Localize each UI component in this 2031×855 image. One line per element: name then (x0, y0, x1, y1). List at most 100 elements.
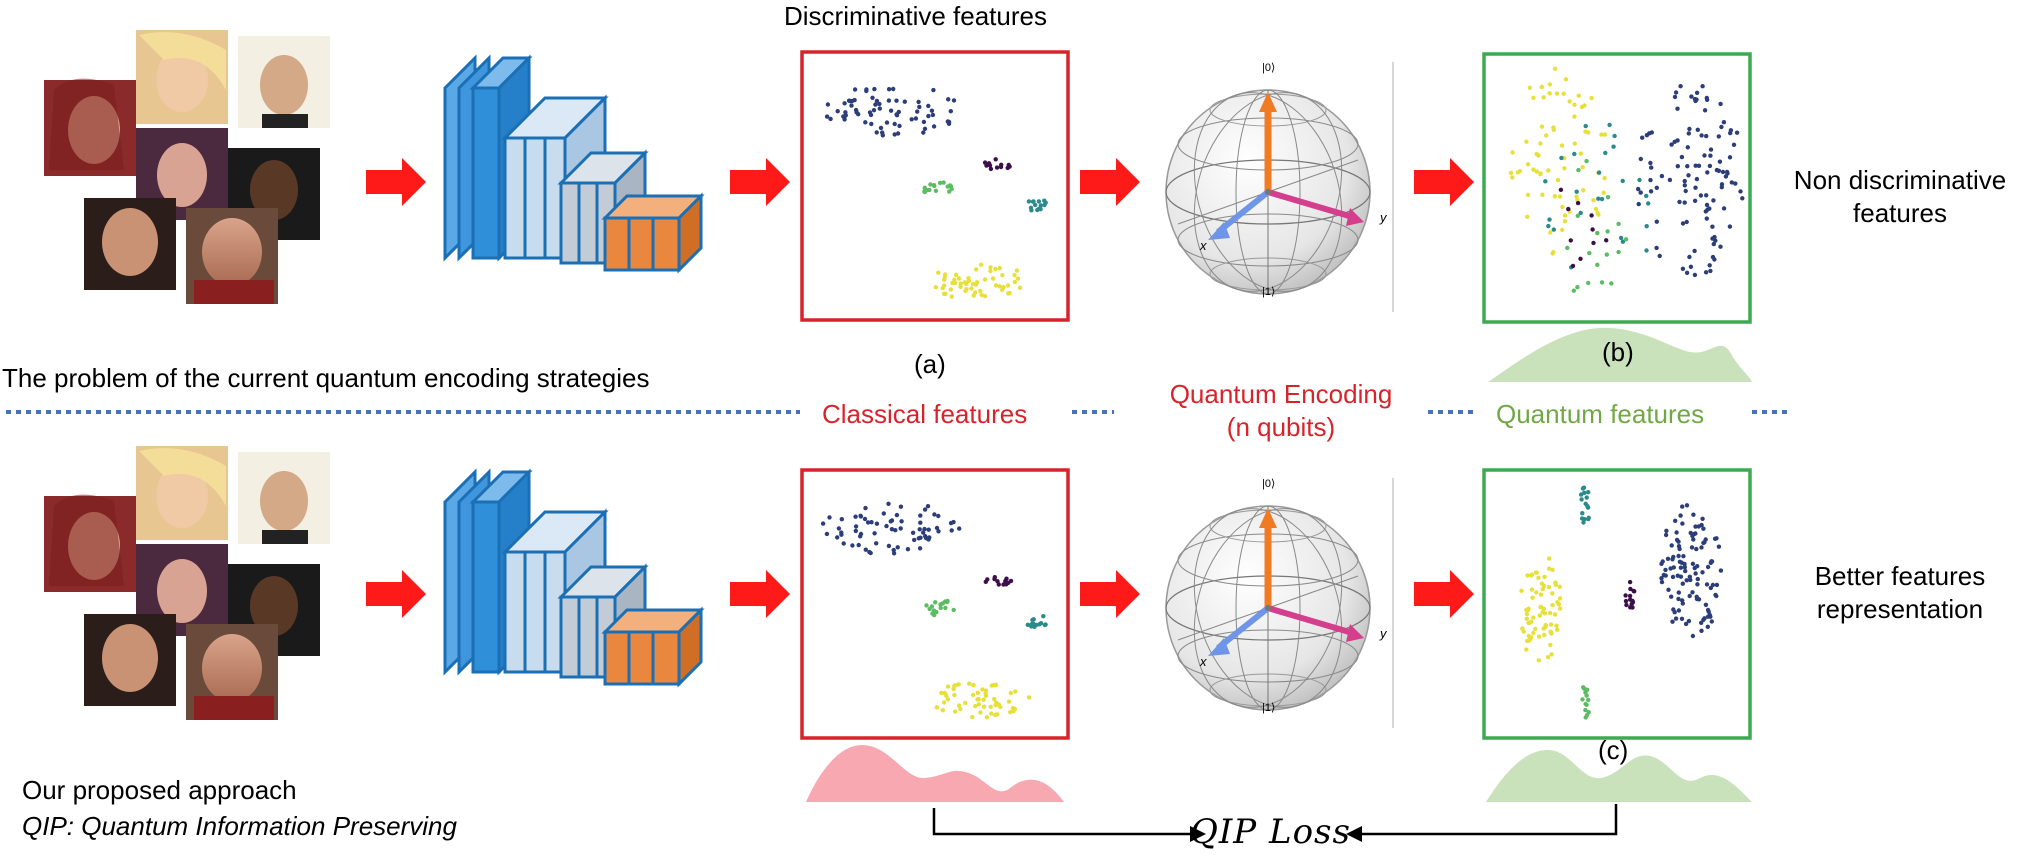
face-images-top (44, 30, 330, 304)
feature-point (985, 577, 990, 582)
feature-point (948, 520, 954, 526)
label-a: (a) (914, 349, 946, 379)
feature-point (852, 87, 858, 92)
feature-point (1689, 94, 1694, 99)
feature-point (932, 183, 937, 189)
feature-point (1005, 165, 1010, 171)
feature-point (1000, 273, 1005, 278)
label-c: (c) (1598, 735, 1629, 765)
feature-point (1678, 565, 1684, 570)
feature-point (1006, 291, 1011, 296)
feature-point (921, 530, 926, 535)
feature-point (1654, 219, 1660, 224)
feature-point (1602, 132, 1608, 137)
feature-point (988, 265, 993, 270)
feature-point (1640, 135, 1645, 140)
feature-point (905, 547, 911, 552)
feature-point (978, 710, 983, 715)
feature-point (1596, 212, 1601, 217)
feature-point (922, 526, 927, 532)
feature-point (1687, 593, 1692, 599)
feature-point (1583, 707, 1588, 713)
feature-point (1539, 124, 1545, 129)
feature-point (1014, 268, 1020, 273)
feature-point (1548, 622, 1554, 627)
feature-point (1531, 615, 1536, 620)
feature-point (942, 277, 947, 282)
feature-point (1680, 521, 1685, 526)
feature-point (902, 99, 907, 104)
feature-point (1681, 554, 1686, 559)
feature-point (1555, 627, 1560, 632)
feature-point (1716, 134, 1722, 139)
feature-point (1033, 202, 1038, 208)
arrow-features-to-bloch-bottom (1080, 570, 1140, 618)
feature-point (1704, 582, 1710, 587)
quantum-encoding-label: Quantum Encoding (n qubits) (1136, 378, 1426, 443)
feature-point (1695, 576, 1701, 582)
feature-point (1704, 193, 1709, 198)
feature-point (1004, 576, 1009, 581)
feature-point (896, 109, 901, 115)
feature-point (1707, 163, 1713, 169)
non-discriminative-line2: features (1853, 197, 1947, 228)
feature-point (1576, 167, 1581, 173)
feature-point (941, 700, 947, 705)
feature-point (1579, 516, 1585, 521)
feature-point (1718, 101, 1723, 107)
feature-point (1720, 169, 1726, 175)
feature-point (952, 683, 957, 689)
feature-point (1536, 575, 1541, 580)
feature-point (1620, 239, 1626, 244)
arrow-bloch-to-quantum-top (1414, 158, 1474, 206)
loss-connector-left (932, 808, 1190, 836)
feature-point (868, 112, 874, 118)
feature-point (945, 684, 951, 689)
feature-point (881, 511, 886, 516)
feature-point (856, 542, 861, 548)
feature-point (980, 687, 985, 692)
feature-point (1603, 150, 1608, 156)
feature-point (951, 98, 957, 103)
feature-point (1665, 556, 1671, 561)
feature-point (1698, 193, 1704, 198)
feature-point (1703, 209, 1709, 214)
feature-point (874, 98, 880, 104)
feature-point (1563, 77, 1569, 82)
feature-point (1576, 93, 1582, 98)
feature-point (1591, 240, 1596, 246)
feature-point (979, 292, 984, 298)
feature-point (1708, 153, 1713, 158)
feature-point (1604, 252, 1610, 257)
feature-point (1519, 588, 1524, 593)
feature-point (1727, 155, 1733, 160)
feature-point (970, 714, 975, 720)
feature-point (1675, 106, 1680, 111)
feature-point (1700, 516, 1705, 521)
feature-point (1699, 133, 1704, 138)
feature-point (1685, 145, 1691, 150)
feature-point (933, 285, 938, 290)
feature-point (1611, 144, 1616, 149)
feature-point (1670, 619, 1675, 624)
feature-point (963, 288, 968, 294)
feature-point (1581, 520, 1586, 525)
feature-point (1677, 199, 1682, 205)
feature-point (948, 287, 953, 292)
quantum-feature-clusters-bottom (1519, 485, 1724, 720)
feature-point (1704, 216, 1710, 221)
loss-arrowhead-left (1190, 826, 1206, 842)
feature-point (1669, 543, 1674, 548)
feature-point (953, 272, 959, 278)
quantum-feature-scatter-top (1508, 66, 1745, 293)
feature-point (1676, 590, 1682, 595)
feature-point (864, 87, 869, 92)
feature-point (921, 119, 927, 125)
feature-point (1550, 591, 1555, 596)
feature-point (922, 507, 928, 512)
feature-point (1623, 593, 1628, 598)
feature-point (1680, 266, 1686, 271)
feature-point (1524, 607, 1529, 613)
feature-point (1695, 127, 1701, 132)
feature-point (1718, 244, 1723, 249)
